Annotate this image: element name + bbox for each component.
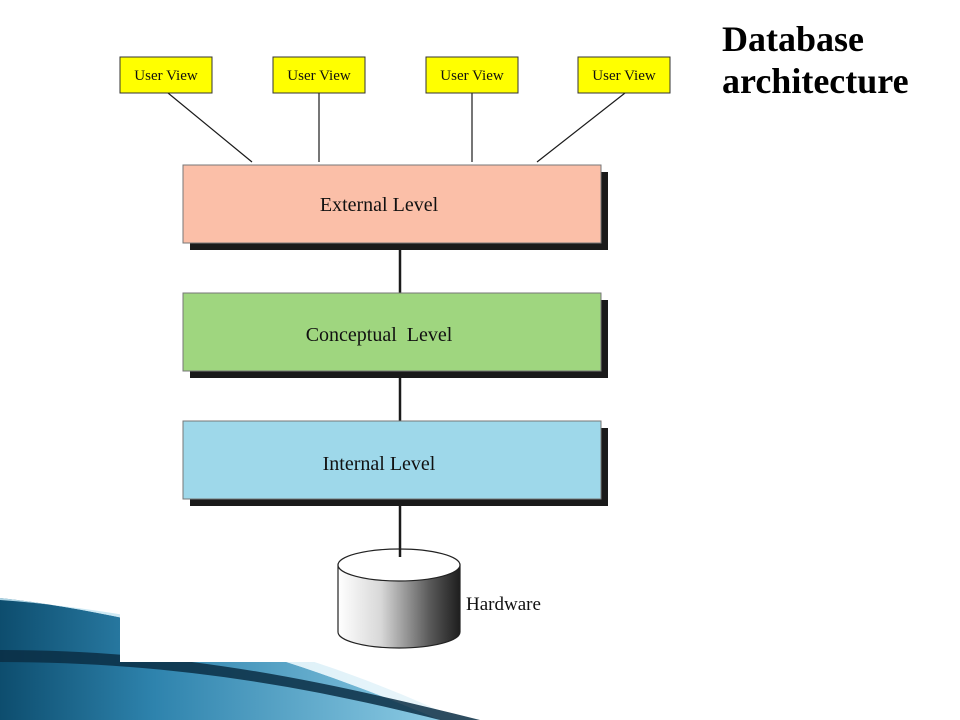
external-level-label: External Level — [320, 194, 439, 216]
slide-title-line-2: architecture — [722, 61, 909, 101]
connector-view-1 — [167, 92, 253, 163]
user-view-box: User View — [425, 56, 519, 94]
image-backdrop — [120, 560, 360, 662]
external-level-box: External Level — [182, 164, 608, 250]
slide-title: Database architecture — [722, 18, 909, 102]
internal-level-label: Internal Level — [323, 453, 436, 475]
user-view-connectors — [167, 92, 626, 163]
conceptual-level-label: Conceptual Level — [306, 324, 453, 346]
user-view-row: User View User View User View User View — [119, 56, 671, 94]
user-view-box: User View — [272, 56, 366, 94]
user-view-label: User View — [440, 68, 504, 84]
hardware-label: Hardware — [466, 594, 541, 615]
connector-view-4 — [536, 92, 626, 163]
user-view-label: User View — [134, 68, 198, 84]
user-view-label: User View — [592, 68, 656, 84]
user-view-box: User View — [119, 56, 213, 94]
user-view-label: User View — [287, 68, 351, 84]
internal-level-box: Internal Level — [182, 420, 608, 506]
conceptual-level-box: Conceptual Level — [182, 292, 608, 378]
slide-title-line-1: Database — [722, 19, 864, 59]
user-view-box: User View — [577, 56, 671, 94]
hardware-cylinder — [337, 548, 461, 649]
